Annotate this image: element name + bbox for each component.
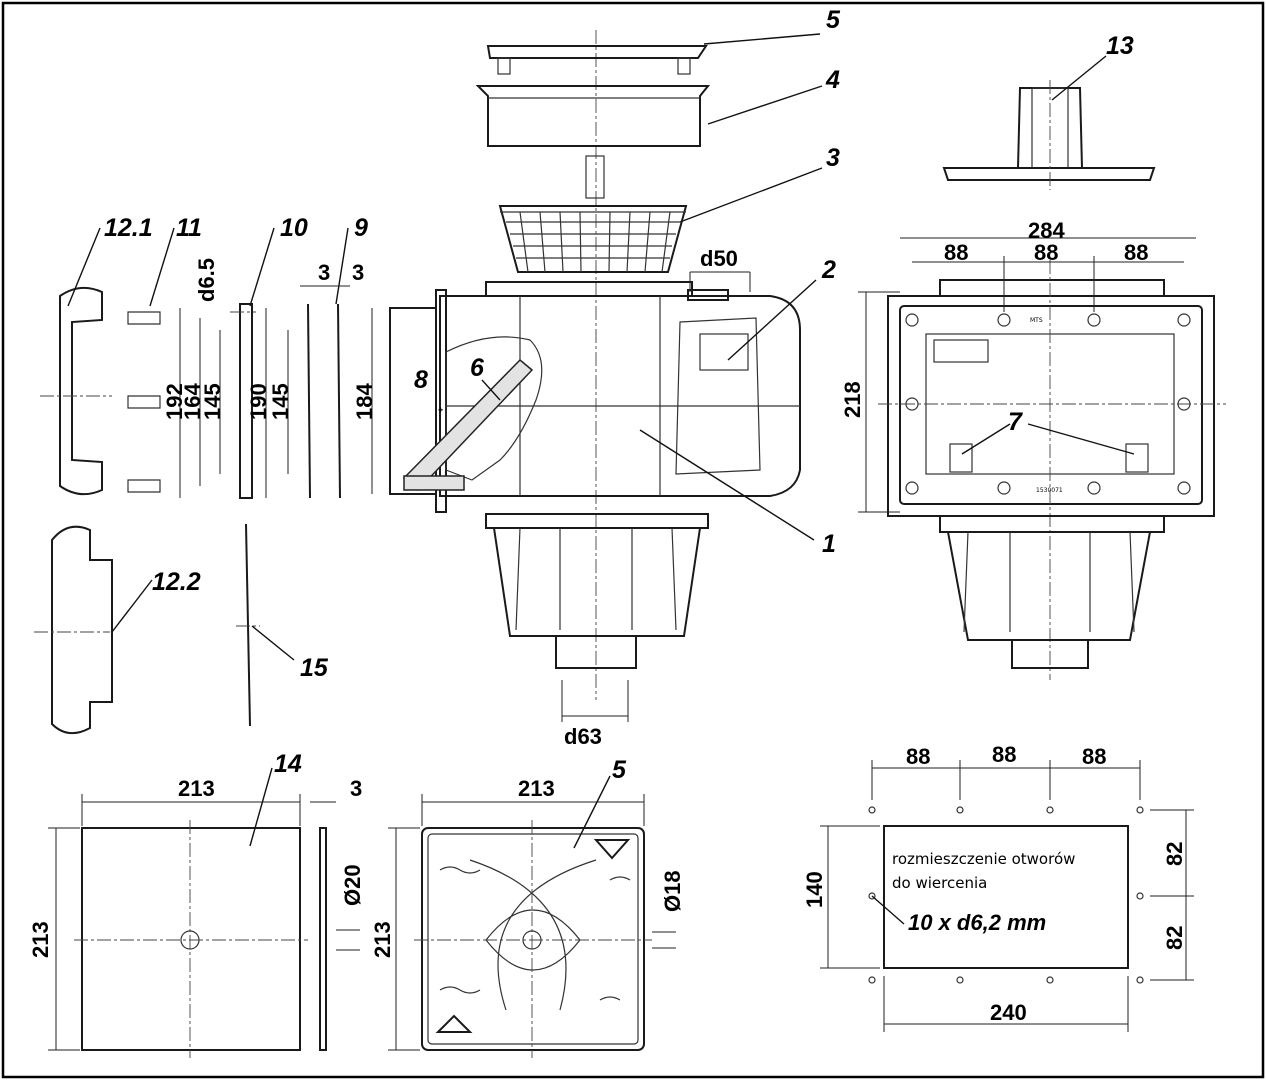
dim-front-height: 218 xyxy=(840,381,865,418)
front-view xyxy=(858,237,1226,680)
dim-d63: d63 xyxy=(564,724,602,749)
label-part-10: 10 xyxy=(280,214,308,242)
dim-lid-width: 213 xyxy=(518,776,555,801)
dim-front-width: 284 xyxy=(1028,218,1065,243)
dim-d50: d50 xyxy=(700,246,738,271)
dim-drill-vertical-1: 82 xyxy=(1162,842,1187,866)
drill-hole-markers xyxy=(868,806,1144,984)
basket-part-3 xyxy=(498,155,688,273)
label-part-14: 14 xyxy=(274,750,302,778)
label-part-11: 11 xyxy=(176,214,202,242)
label-part-6: 6 xyxy=(470,354,485,382)
label-part-9: 9 xyxy=(354,214,368,242)
hose-adapter-part-13 xyxy=(942,55,1156,190)
dim-drill-height: 140 xyxy=(802,871,827,908)
dim-front-pitch-3: 88 xyxy=(1124,240,1148,265)
lid-part-5 xyxy=(486,45,708,75)
label-part-12-1: 12.1 xyxy=(104,214,153,242)
dim-lid-hole: Ø18 xyxy=(660,870,685,912)
dim-thickness-3-a: 3 xyxy=(318,260,330,285)
dim-145-a: 145 xyxy=(200,383,225,420)
dim-plate-hole: Ø20 xyxy=(340,864,365,906)
dim-drill-width: 240 xyxy=(990,1000,1027,1025)
label-part-15: 15 xyxy=(300,654,329,682)
label-part-2: 2 xyxy=(821,256,836,284)
dim-plate-thickness: 3 xyxy=(350,776,362,801)
label-part-4: 4 xyxy=(825,66,840,94)
dim-drill-pitch-1: 88 xyxy=(906,744,930,769)
dim-plate-height: 213 xyxy=(28,921,53,958)
dim-190: 190 xyxy=(246,383,271,420)
label-part-1: 1 xyxy=(822,530,836,558)
dim-plate-width: 213 xyxy=(178,776,215,801)
dim-164: 164 xyxy=(180,383,205,420)
dim-front-pitch-1: 88 xyxy=(944,240,968,265)
label-part-3: 3 xyxy=(826,144,840,172)
dim-drill-pitch-3: 88 xyxy=(1082,744,1106,769)
dim-d6-5: d6.5 xyxy=(194,258,219,302)
screw-8-marker: ✚ xyxy=(438,407,443,414)
dim-thickness-3-b: 3 xyxy=(352,260,364,285)
label-part-5-lid: 5 xyxy=(612,756,627,784)
drilling-note-holes: 10 x d6,2 mm xyxy=(908,910,1046,935)
brand-mark: MTS xyxy=(1030,317,1043,324)
main-exploded-view: ✚ xyxy=(389,30,823,722)
dim-drill-vertical-2: 82 xyxy=(1162,926,1187,950)
drilling-template xyxy=(820,760,1194,1032)
dim-lid-height: 213 xyxy=(370,921,395,958)
label-part-12-2: 12.2 xyxy=(152,568,201,596)
serial-number-mark: 1530071 xyxy=(1036,487,1063,494)
label-part-7: 7 xyxy=(1008,408,1023,436)
dim-184: 184 xyxy=(352,383,377,420)
skimmer-body-part-1 xyxy=(389,281,801,669)
label-part-13: 13 xyxy=(1106,32,1134,60)
dim-drill-pitch-2: 88 xyxy=(992,742,1016,767)
front-view-screw-holes xyxy=(905,313,1191,495)
dim-front-pitch-2: 88 xyxy=(1034,240,1058,265)
dim-145-b: 145 xyxy=(268,383,293,420)
adjustable-ring-part-4 xyxy=(475,85,711,147)
drilling-note-line-2: do wiercenia xyxy=(892,874,987,892)
label-part-5-top: 5 xyxy=(826,6,841,34)
drilling-note-line-1: rozmieszczenie otworów xyxy=(892,850,1075,868)
blanking-plate-part-14 xyxy=(48,767,360,1058)
dim-192: 192 xyxy=(162,383,187,420)
faceplate-parts-side-view xyxy=(34,227,373,735)
lid-part-5-top-view xyxy=(388,775,676,1058)
label-part-8: 8 xyxy=(414,366,428,394)
